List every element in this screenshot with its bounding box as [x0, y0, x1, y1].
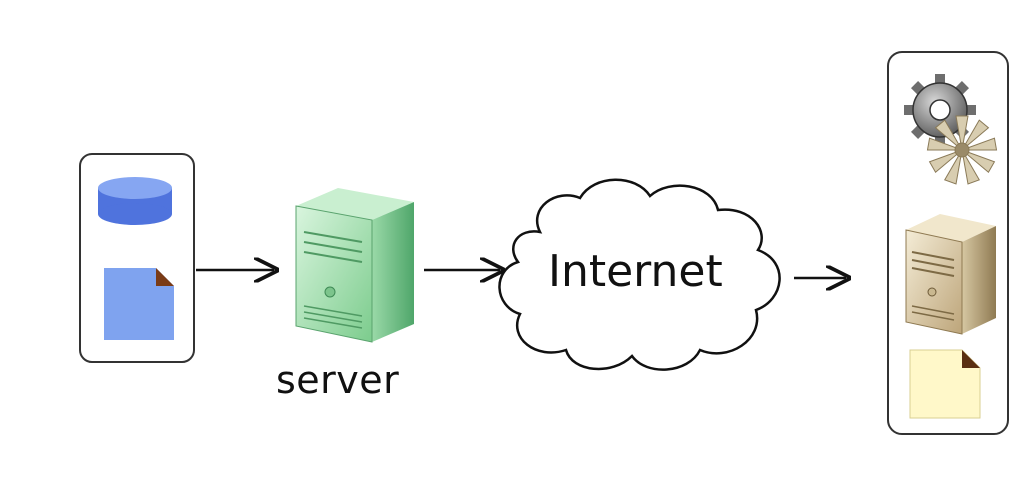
source-data-box: [79, 153, 195, 363]
internet-label: Internet: [548, 246, 723, 297]
gear-icon: [904, 74, 998, 185]
database-icon: [98, 177, 172, 225]
client-document-icon: [909, 349, 981, 419]
document-icon: [104, 268, 174, 340]
server-icon: [295, 188, 414, 343]
server-label: server: [276, 358, 400, 402]
client-server-icon: [905, 214, 996, 335]
cloud-icon: [498, 178, 781, 371]
destination-box: [887, 51, 1009, 435]
